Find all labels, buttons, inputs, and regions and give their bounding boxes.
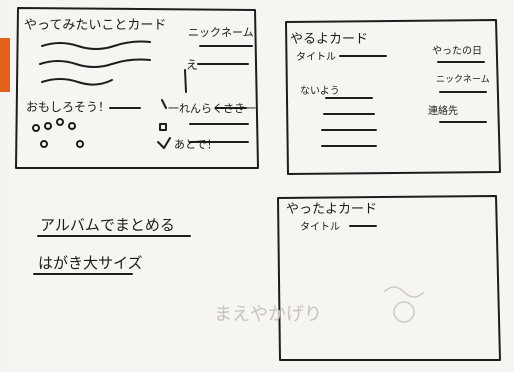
note-album: アルバムでまとめる: [40, 216, 175, 234]
todo-card-title-label: タイトル: [296, 52, 336, 63]
wish-card-later-label: あとで！: [174, 138, 218, 151]
done-card-title: やったよカード: [286, 202, 378, 217]
todo-card-date-label: やったの日: [432, 46, 482, 57]
wish-card-nickname-label: ニックネーム: [188, 26, 254, 39]
todo-card-title: やるよカード: [290, 32, 369, 47]
done-card-title-label: タイトル: [300, 222, 340, 233]
wish-card-e-label: え: [186, 58, 199, 72]
todo-card-contact-label: 連絡先: [428, 106, 458, 117]
faint-background-text: まえやかげり: [214, 304, 322, 325]
sketch-paper: [8, 0, 514, 372]
note-postcard-size: はがき大サイズ: [38, 254, 143, 272]
todo-card-nickname-label: ニックネーム: [436, 75, 490, 85]
wish-card-timing-label: 一れんらくさき一: [168, 102, 256, 115]
wish-card-title: やってみたいことカード: [24, 18, 167, 33]
orange-tab: [0, 38, 10, 92]
wish-card-fun-label: おもしろそう！: [26, 100, 111, 114]
todo-card-content-label: ないよう: [300, 86, 340, 97]
